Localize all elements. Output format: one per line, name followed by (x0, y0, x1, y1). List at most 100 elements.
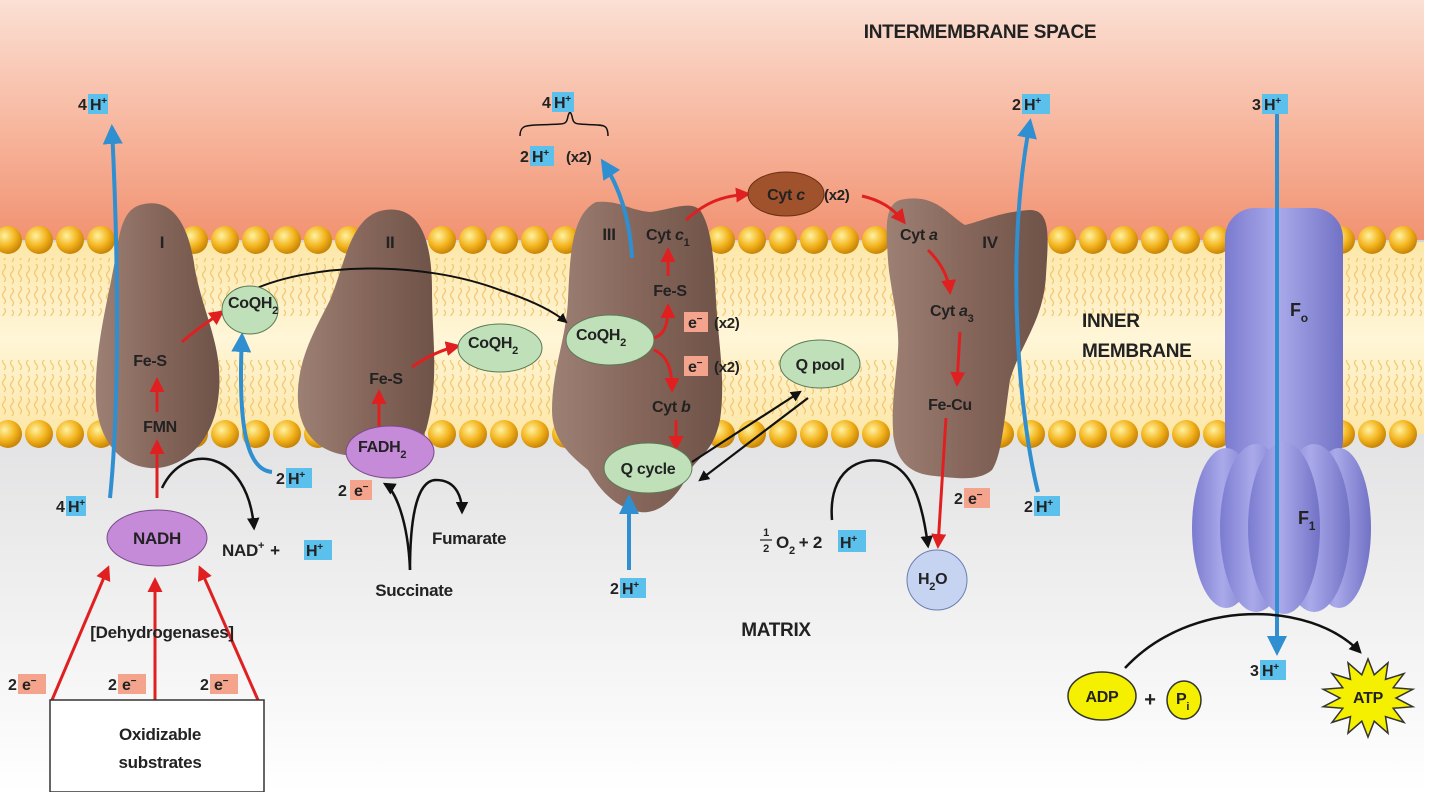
fes-complex-ii-label: Fe-S (369, 371, 403, 388)
electron-arrow-substrate-left (50, 565, 111, 701)
lipid-head (459, 420, 487, 448)
svg-text:Pi: Pi (1176, 691, 1189, 713)
lipid-head (1079, 226, 1107, 254)
proton-label-3h-bottom: 3 H+ (1250, 660, 1286, 680)
svg-text:H+: H+ (90, 96, 107, 114)
electron-arrow-cyta3-to-fecu (950, 331, 966, 387)
svg-text:H+: H+ (288, 470, 305, 488)
electron-label-2e-left: 2 e− (8, 674, 46, 694)
lipid-head (273, 420, 301, 448)
svg-text:2: 2 (954, 491, 963, 508)
fumarate-label: Fumarate (432, 529, 506, 548)
lipid-head (304, 226, 332, 254)
lipid-head (1048, 420, 1076, 448)
electron-label-e-x2-lower: e− (x2) (684, 356, 740, 376)
electron-arrow-cyta-to-cyta3 (926, 248, 957, 295)
qpool-to-qcycle-arrow (698, 397, 809, 482)
svg-text:(x2): (x2) (566, 149, 592, 166)
electron-arrow-cytc1-to-cytc (684, 187, 751, 222)
proton-arrow-complex-i (102, 124, 123, 499)
svg-text:CoQH2: CoQH2 (228, 295, 278, 317)
svg-text:FADH2: FADH2 (358, 439, 406, 461)
lipid-head (831, 226, 859, 254)
svg-text:ADP: ADP (1086, 689, 1120, 706)
coqh2-complex-ii: CoQH2 (457, 323, 543, 373)
lipid-head (1141, 226, 1169, 254)
proton-label-2h-x2: 2 H+ (x2) (520, 146, 592, 166)
inner-membrane-label-line2: MEMBRANE (1082, 341, 1192, 362)
coqh2-transfer-arrow (247, 267, 568, 324)
complex-iv-protein (886, 198, 1048, 479)
svg-text:2: 2 (276, 471, 285, 488)
intermembrane-space-label: INTERMEMBRANE SPACE (864, 22, 1097, 43)
svg-text:3: 3 (1252, 97, 1261, 114)
svg-text:(x2): (x2) (714, 359, 740, 376)
electron-label-2e-right: 2 e− (200, 674, 238, 694)
lipid-head (1017, 420, 1045, 448)
lipid-head (769, 420, 797, 448)
nad-plus-h-label: NAD++ H+ (222, 540, 332, 560)
svg-text:H+: H+ (1036, 498, 1053, 516)
fadh2: FADH2 (345, 425, 435, 479)
proton-arrow-complex-iii-out (600, 158, 634, 259)
proton-label-2h-complex-iv-top: 2 H+ (1012, 94, 1050, 114)
lipid-head (769, 226, 797, 254)
lipid-head (490, 420, 518, 448)
svg-text:H+: H+ (554, 94, 571, 112)
electron-arrow-substrate-right (197, 565, 260, 701)
lipid-head (428, 420, 456, 448)
electron-label-2e-complex-iv: 2 e− (954, 488, 990, 508)
electron-label-2e-fadh2: 2 e− (338, 480, 372, 500)
adp-plus-sign: + (1144, 689, 1155, 711)
svg-text:2: 2 (200, 677, 209, 694)
svg-text:O2+ 2: O2+ 2 (776, 533, 822, 557)
lipid-head (87, 226, 115, 254)
lipid-head (1110, 420, 1138, 448)
svg-text:2: 2 (338, 483, 347, 500)
lipid-head (211, 226, 239, 254)
svg-text:e−: e− (968, 490, 983, 508)
svg-text:NAD++: NAD++ (222, 540, 280, 560)
svg-text:2: 2 (1012, 97, 1021, 114)
fo-label: Fo (1290, 300, 1308, 325)
svg-text:4: 4 (78, 97, 87, 114)
svg-text:1: 1 (763, 527, 769, 539)
svg-text:4: 4 (542, 95, 551, 112)
svg-text:2: 2 (8, 677, 17, 694)
complex-i-protein (95, 203, 220, 469)
fes-complex-i-label: Fe-S (133, 353, 167, 370)
lipid-head (459, 226, 487, 254)
fecu-label: Fe-Cu (928, 397, 972, 414)
proton-label-2h-coq: 2 H+ (276, 468, 312, 488)
svg-text:H+: H+ (306, 542, 323, 560)
svg-text:2: 2 (763, 543, 769, 555)
svg-text:Oxidizable: Oxidizable (119, 725, 201, 744)
svg-text:e−: e− (688, 358, 703, 376)
svg-text:Q pool: Q pool (796, 357, 845, 374)
lipid-head (1048, 226, 1076, 254)
nadh-to-nad-arrow (160, 457, 260, 531)
oxidizable-substrates-box: Oxidizable substrates (49, 699, 265, 792)
svg-text:H+: H+ (840, 534, 857, 552)
lipid-head (1172, 226, 1200, 254)
adp: ADP (1067, 671, 1137, 721)
f1-label: F1 (1298, 508, 1316, 533)
half-oxygen-reaction: 1 2 O2+ 2 H+ (760, 527, 866, 557)
svg-text:CoQH2: CoQH2 (576, 327, 626, 349)
svg-text:Cyt c: Cyt c (767, 187, 805, 204)
lipid-head (56, 226, 84, 254)
lipid-head (521, 420, 549, 448)
fes-complex-iii-label: Fe-S (653, 283, 687, 300)
electron-arrow-fes-to-coqh2-ii (411, 341, 461, 369)
proton-arrow-to-coqh2 (231, 332, 273, 474)
lipid-head (1358, 420, 1386, 448)
cyta3-label: Cyt a3 (930, 303, 974, 325)
lipid-head (25, 226, 53, 254)
lipid-head (1389, 226, 1417, 254)
cytc-x2-label: (x2) (824, 187, 850, 204)
proton-label-4h-complex-i-top: 4 H+ (78, 94, 108, 114)
lipid-head (831, 420, 859, 448)
svg-text:3: 3 (1250, 663, 1259, 680)
svg-text:e−: e− (214, 676, 229, 694)
